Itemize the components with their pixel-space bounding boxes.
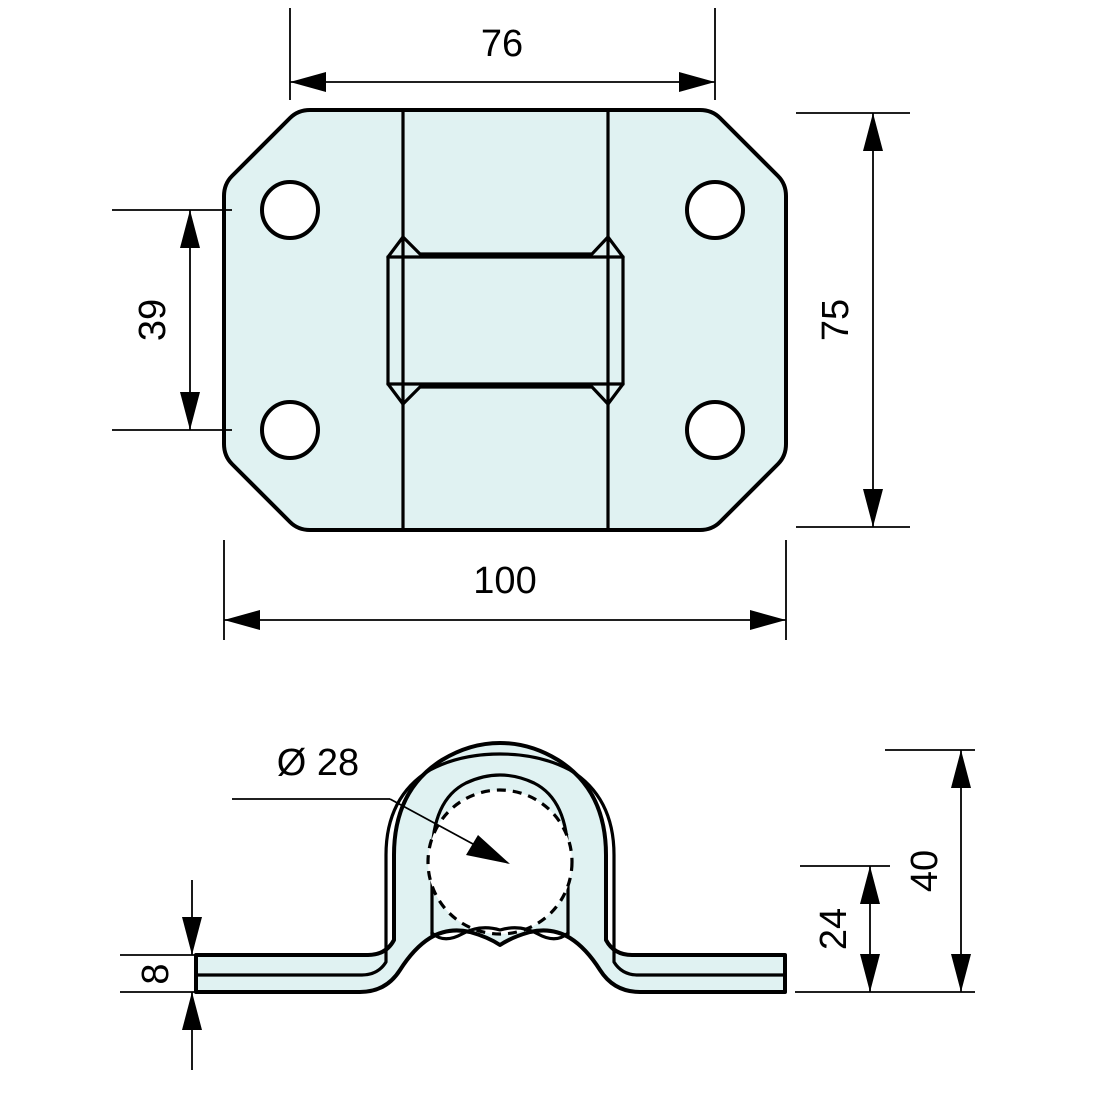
arrow-40-bottom	[951, 954, 971, 992]
arrow-100-right	[750, 610, 786, 630]
leader-arrow-28	[466, 835, 510, 864]
mounting-hole-top-left	[260, 180, 320, 240]
dim-label-75: 75	[815, 299, 857, 341]
boss-transition-bottom	[401, 385, 610, 406]
dimension-diameter-28: Ø 28	[232, 742, 510, 864]
boss-flare-bl	[386, 382, 405, 406]
dimension-24: 24	[795, 865, 975, 993]
dim-label-40: 40	[904, 850, 946, 892]
arrow-8-bottom	[182, 992, 202, 1030]
arrow-8-top	[182, 917, 202, 955]
dim-label-100: 100	[473, 560, 536, 602]
pipe-hidden-circle	[426, 788, 574, 936]
boss-flare-tr	[606, 235, 625, 259]
mounting-hole-bottom-left	[260, 400, 320, 460]
saddle-bore-outline	[430, 773, 570, 937]
dimension-40: 40	[885, 749, 975, 992]
dimension-76: 76	[289, 8, 716, 100]
saddle-inner-contour	[194, 752, 787, 977]
mounting-hole-bottom-right	[685, 400, 745, 460]
mounting-hole-top-right	[685, 180, 745, 240]
dim-label-39: 39	[132, 299, 174, 341]
dim-label-diameter-28: Ø 28	[277, 742, 359, 784]
arrow-39-top	[180, 210, 200, 248]
dim-label-8: 8	[135, 963, 177, 984]
top-view-group	[222, 108, 788, 532]
arrow-76-left	[290, 72, 326, 92]
section-view-group	[194, 741, 787, 994]
boss-transition-top	[401, 235, 610, 256]
dimension-8: 8	[120, 880, 202, 1070]
arrow-24-top	[860, 866, 880, 904]
arrow-40-top	[951, 750, 971, 788]
arrow-75-top	[863, 113, 883, 151]
arrow-75-bottom	[863, 489, 883, 527]
saddle-notch-inner	[430, 926, 570, 941]
dim-label-24: 24	[813, 908, 855, 950]
dimension-100: 100	[223, 540, 787, 640]
arrow-76-right	[679, 72, 715, 92]
dimension-39: 39	[112, 209, 232, 431]
dim-label-76: 76	[481, 23, 523, 65]
boss-flare-tl	[386, 235, 405, 259]
arrow-100-left	[224, 610, 260, 630]
dimension-75: 75	[796, 112, 910, 528]
plate-outline	[222, 108, 788, 532]
arrow-24-bottom	[860, 954, 880, 992]
boss-flare-br	[606, 382, 625, 406]
arrow-39-bottom	[180, 392, 200, 430]
